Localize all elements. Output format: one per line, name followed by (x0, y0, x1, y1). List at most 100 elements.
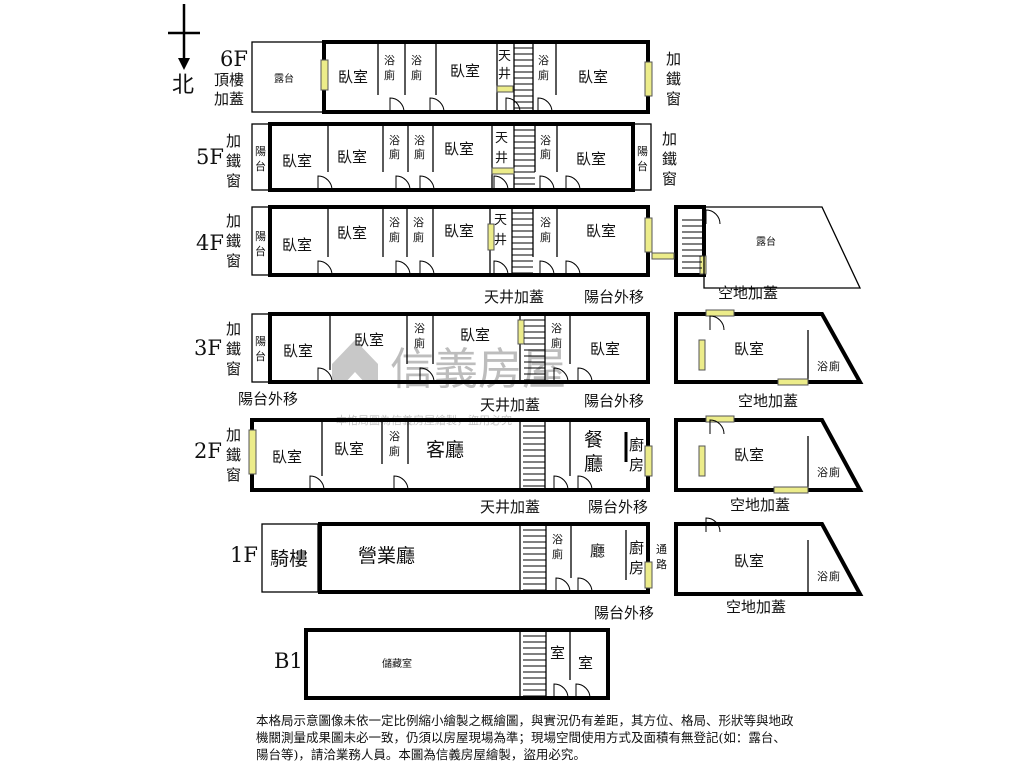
svg-text:浴: 浴 (817, 360, 828, 373)
door-swing (705, 209, 721, 225)
svg-text:陽: 陽 (255, 145, 266, 158)
svg-text:廁: 廁 (829, 359, 840, 373)
staircases (512, 47, 702, 697)
door-swing (317, 367, 333, 383)
door-swing (705, 517, 721, 533)
disclaimer: 本格局示意圖像未依一定比例縮小繪製之概繪圖，與實況仍有差距，其方位、格局、形狀等… (256, 713, 794, 762)
svg-text:空地加蓋: 空地加蓋 (730, 496, 790, 514)
arcade-1f: 騎樓 (270, 548, 308, 570)
bedroom-5f-4: 臥室 (576, 150, 606, 168)
svg-text:廁: 廁 (384, 68, 395, 82)
door-swing (309, 475, 325, 491)
floor-label-b1: B1 (274, 649, 303, 673)
door-swing (565, 260, 581, 276)
svg-text:房: 房 (629, 559, 644, 577)
svg-text:加: 加 (226, 132, 241, 150)
terrace-4f: 露台 (756, 235, 776, 248)
door-swing (565, 175, 581, 191)
door-swing (553, 683, 569, 699)
floor-label-6f: 6F (220, 47, 248, 71)
floor-1f: 1F 騎樓 營業廳 浴 廁 廳 廚 房 通 路 臥室 浴 廁 陽台外移 空地加蓋 (230, 522, 864, 622)
doors (309, 97, 725, 699)
floor-3f: 3F 加 鐵 窗 陽 台 臥室 臥室 浴 廁 臥室 浴 廁 臥室 臥室 浴 廁 … (194, 309, 864, 414)
svg-text:陽台外移: 陽台外移 (588, 498, 648, 516)
svg-text:浴: 浴 (552, 533, 563, 546)
svg-text:加: 加 (226, 320, 241, 338)
bedroom-2f-2: 臥室 (334, 440, 364, 458)
door-swing (429, 97, 445, 113)
svg-text:空地加蓋: 空地加蓋 (726, 598, 786, 616)
door-swing (419, 367, 435, 383)
door-swing (539, 175, 555, 191)
svg-text:室: 室 (550, 644, 565, 662)
svg-text:廁: 廁 (389, 444, 400, 458)
bedroom-3f-2: 臥室 (354, 331, 384, 349)
svg-text:廁: 廁 (538, 68, 549, 82)
svg-text:陽台外移: 陽台外移 (238, 390, 298, 408)
svg-text:浴: 浴 (817, 570, 828, 583)
svg-text:台: 台 (637, 159, 648, 173)
svg-text:廁: 廁 (551, 336, 562, 350)
svg-text:井: 井 (495, 151, 508, 166)
door-swing (393, 475, 409, 491)
svg-text:窗: 窗 (666, 90, 681, 108)
svg-text:廁: 廁 (829, 569, 840, 583)
floor-label-5f: 5F (196, 145, 224, 169)
svg-text:窗: 窗 (226, 466, 241, 484)
bedroom-6f-3: 臥室 (578, 68, 608, 86)
bedroom-4f-1: 臥室 (282, 236, 312, 254)
storage-b1: 儲藏室 (382, 657, 412, 670)
svg-text:浴: 浴 (540, 216, 551, 229)
door-swing (505, 97, 521, 113)
floor-sub-6f-a: 頂樓 (214, 71, 244, 89)
svg-text:路: 路 (656, 558, 667, 571)
floor-5f: 5F 加 鐵 窗 陽 台 臥室 臥室 浴 廁 浴 廁 臥室 天 井 浴 廁 臥室… (196, 122, 677, 192)
door-swing (539, 260, 555, 276)
svg-text:台: 台 (255, 244, 266, 258)
svg-text:廁: 廁 (389, 230, 400, 244)
svg-text:浴: 浴 (389, 134, 400, 147)
svg-text:鐵: 鐵 (226, 232, 241, 250)
door-swing (577, 367, 593, 383)
terrace-6f: 露台 (274, 72, 294, 85)
svg-text:房: 房 (629, 456, 644, 474)
bedroom-3f-4: 臥室 (590, 340, 620, 358)
door-swing (537, 97, 553, 113)
svg-text:天: 天 (498, 49, 511, 64)
bedroom-3f-1: 臥室 (283, 342, 313, 360)
svg-text:廁: 廁 (389, 147, 400, 161)
svg-text:廁: 廁 (411, 68, 422, 82)
svg-text:井: 井 (494, 233, 507, 248)
svg-text:鐵: 鐵 (666, 70, 681, 88)
svg-text:鐵: 鐵 (226, 340, 241, 358)
svg-text:廚: 廚 (629, 436, 644, 454)
svg-text:室: 室 (578, 654, 593, 672)
door-swing (395, 260, 411, 276)
watermark: 信義房屋 本格局圖為信義房屋繪製，盜用必究 (332, 340, 566, 427)
business-hall-1f: 營業廳 (358, 545, 415, 567)
door-swing (317, 260, 333, 276)
bedroom-5f-3: 臥室 (444, 140, 474, 158)
svg-text:窗: 窗 (226, 172, 241, 190)
svg-text:廳: 廳 (584, 453, 603, 475)
door-swing (419, 175, 435, 191)
bedroom-3f-annex: 臥室 (734, 340, 764, 358)
svg-text:浴: 浴 (389, 216, 400, 229)
svg-text:廁: 廁 (552, 547, 563, 561)
door-swing (709, 315, 725, 331)
door-swing (493, 175, 509, 191)
svg-text:浴: 浴 (551, 322, 562, 335)
svg-text:浴: 浴 (384, 54, 395, 67)
svg-text:浴: 浴 (389, 430, 400, 443)
svg-text:窗: 窗 (662, 170, 677, 188)
door-swing (493, 260, 509, 276)
svg-text:陽: 陽 (637, 145, 648, 158)
svg-text:窗: 窗 (226, 360, 241, 378)
svg-text:加: 加 (662, 130, 677, 148)
floor-6f: 6F 頂樓 加蓋 露台 臥室 浴 廁 浴 廁 臥室 天 井 浴 廁 臥室 加 鐵… (214, 40, 681, 114)
floor-2f: 2F 加 鐵 窗 臥室 臥室 浴 廁 客廳 餐 廳 廚 房 臥室 浴 廁 天井加… (194, 415, 864, 516)
door-swing (419, 260, 435, 276)
door-swing (553, 475, 569, 491)
svg-text:廁: 廁 (414, 147, 425, 161)
